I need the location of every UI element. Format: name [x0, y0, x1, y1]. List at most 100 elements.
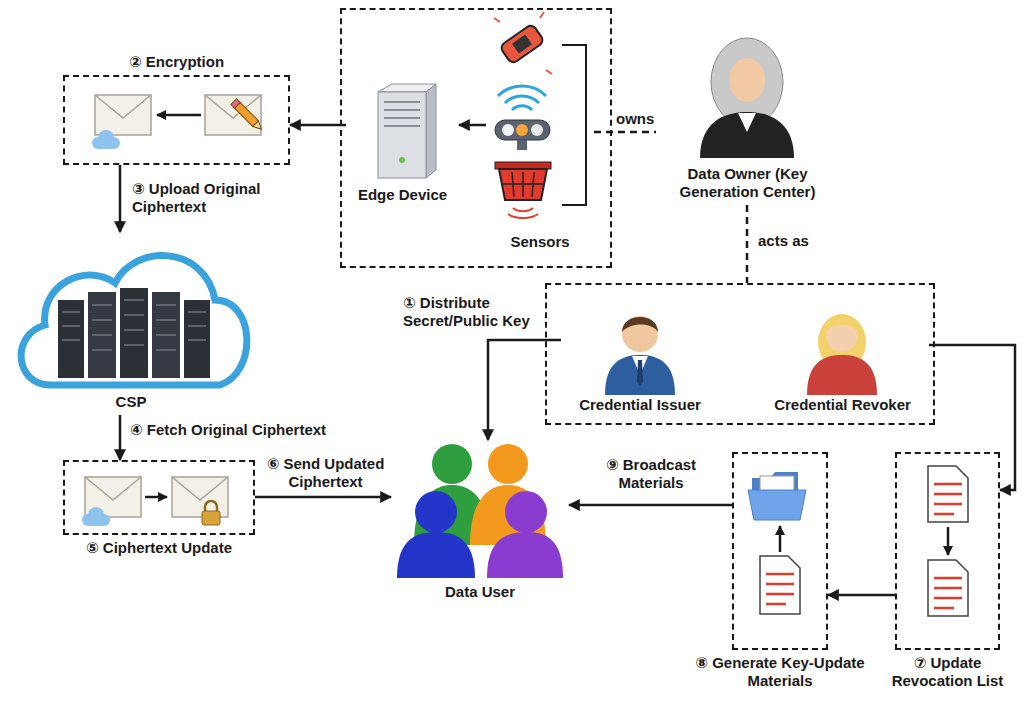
cloud-badge: [88, 518, 104, 526]
envelope-icon: [205, 95, 261, 135]
user-group-icon: [487, 532, 563, 578]
node-label: Edge Device: [350, 186, 455, 204]
folder-icon: [748, 472, 806, 520]
server-icon: [378, 84, 436, 178]
step-heading: ⑦ Update Revocation List: [888, 654, 1008, 690]
server-icon: [384, 101, 420, 103]
envelope-icon: [85, 477, 141, 500]
document-icon: [766, 603, 786, 606]
document-icon: [934, 484, 962, 514]
camera-sensor-icon: [517, 140, 527, 150]
cloud-server-icon: [152, 292, 180, 378]
judge-icon: [700, 38, 794, 158]
wifi-icon: [512, 106, 532, 110]
envelope-icon: [95, 95, 151, 135]
envelope-icon: [205, 95, 261, 135]
step-heading: ⑤ Ciphertext Update: [59, 539, 259, 557]
cloud-server-icon: [120, 288, 148, 378]
wifi-icon: [498, 86, 546, 110]
camera-sensor-icon: [495, 120, 550, 140]
group-box: Credential Issuer Credential Revoker: [545, 283, 935, 425]
cloud-server-icon: [62, 325, 80, 327]
document-icon: [934, 587, 962, 590]
cloud-server-icon: [92, 334, 112, 336]
user-group-icon: [505, 491, 547, 533]
cloud-server-icon: [62, 311, 80, 313]
cloud-server-icon: [58, 300, 84, 378]
document-icon: [760, 556, 800, 614]
edge-label: owns: [616, 110, 660, 128]
cloud-badge: [82, 507, 110, 526]
step-heading: ⑧ Generate Key-Update Materials: [685, 654, 875, 690]
document-icon: [766, 574, 794, 604]
cloud-server-icon: [92, 319, 112, 321]
edge-label: ⑥ Send Updated Ciphertext: [258, 455, 393, 491]
signal-marks: [494, 12, 552, 74]
pencil-icon: [231, 99, 240, 108]
signal-marks: [546, 70, 552, 74]
flow-arrow: [157, 114, 201, 117]
flow-arrow: [119, 415, 122, 460]
sensor-node: Sensors: [486, 15, 594, 255]
person-icon: [807, 355, 877, 395]
document-icon: [928, 466, 968, 522]
wifi-icon: [498, 86, 546, 96]
cloud-server-icon: [88, 292, 116, 378]
pencil-icon: [234, 102, 258, 126]
cloud-server-icon: [62, 339, 80, 341]
camera-sensor-icon: [495, 120, 550, 150]
cloud-server-icon: [124, 329, 144, 331]
flow-arrow: [929, 345, 1015, 490]
flow-arrow: [119, 165, 122, 232]
cloud-server-icon: [124, 299, 144, 301]
actor-node: Credential Revoker: [756, 303, 929, 418]
user-group-icon: [488, 444, 528, 484]
server-icon: [384, 109, 420, 111]
flow-arrow: [779, 526, 782, 552]
flow-arrow: [145, 496, 167, 499]
document-icon: [934, 493, 962, 496]
group-box: Edge Device Sensors: [340, 8, 612, 268]
cloud-server-icon: [21, 256, 247, 385]
judge-icon: [738, 113, 756, 132]
person-icon: [605, 316, 675, 395]
document-icon: [928, 560, 968, 616]
flow-arrow: [569, 504, 732, 507]
flow-arrow: [459, 124, 486, 127]
folder-icon: [748, 490, 806, 520]
document-icon: [934, 607, 954, 610]
edge-label: ③ Upload Original Ciphertext: [132, 180, 282, 216]
camera-sensor-icon: [516, 124, 528, 136]
camera-sensor-icon: [531, 124, 543, 136]
person-icon: [622, 317, 658, 332]
step-heading: ② Encryption: [77, 53, 277, 71]
basket-sensor-icon: [495, 162, 551, 169]
pencil-icon: [231, 99, 264, 132]
sensor-bracket: [562, 45, 586, 205]
tag-sensor-icon: [499, 24, 544, 65]
server-icon: [399, 157, 405, 163]
document-icon: [934, 577, 962, 580]
basket-sensor-icon: [513, 208, 533, 211]
server-icon: [384, 125, 420, 127]
actor-node: Credential Issuer: [561, 303, 719, 418]
document-icon: [766, 583, 794, 586]
lock-badge: [202, 501, 220, 525]
user-group-icon: [397, 444, 563, 578]
relation-line: [594, 131, 656, 134]
server-icon: [384, 102, 420, 126]
node-label: Data User: [395, 583, 565, 601]
cloud-server-icon: [124, 344, 144, 346]
document-icon: [934, 578, 962, 608]
pencil-icon: [253, 121, 264, 132]
cloud-server-icon: [156, 349, 176, 351]
cloud-server-icon: [156, 334, 176, 336]
cloud-server-icon: [156, 304, 176, 306]
process-box: ⑦ Update Revocation List: [895, 452, 1000, 650]
cloud-server-icon: [188, 311, 206, 313]
device-node: Edge Device: [346, 78, 459, 208]
basket-sensor-icon: [502, 183, 544, 185]
node-label: CSP: [71, 393, 191, 411]
actor-node: Data User: [391, 440, 569, 605]
relation-line: [746, 205, 749, 283]
